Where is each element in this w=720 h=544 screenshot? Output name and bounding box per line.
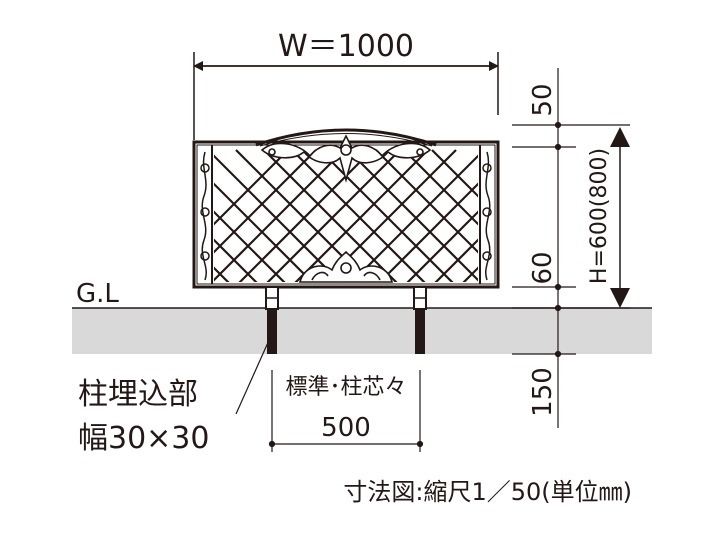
vertical-dimension-chain	[512, 68, 630, 428]
post-leader-line	[235, 337, 271, 415]
left-post	[265, 286, 279, 354]
bottom-ornament	[298, 250, 394, 283]
side-ornaments	[200, 151, 492, 281]
crest-ornament	[260, 134, 432, 184]
post-label-line2: 幅30×30	[78, 421, 209, 456]
post-label-line1: 柱埋込部	[78, 377, 198, 412]
caption: 寸法図:縮尺1／50(単位㎜)	[343, 478, 632, 506]
fence-panel	[192, 128, 500, 289]
post-pitch-dimension	[268, 370, 424, 452]
height-dimension	[610, 127, 630, 308]
dim-top-label: 50	[528, 83, 558, 116]
dim-bottom-gap-label: 60	[528, 251, 558, 284]
post-pitch-label: 標準･柱芯々	[285, 375, 406, 400]
ground-label: G.L	[76, 279, 119, 309]
post-pitch-value: 500	[321, 413, 371, 443]
ground-area	[72, 308, 652, 354]
lattice	[214, 149, 478, 282]
dim-embed-depth-label: 150	[528, 367, 558, 417]
width-label: W＝1000	[278, 29, 414, 64]
height-label: H=600(800)	[587, 148, 612, 284]
right-post	[413, 286, 427, 354]
width-dimension	[193, 52, 499, 140]
